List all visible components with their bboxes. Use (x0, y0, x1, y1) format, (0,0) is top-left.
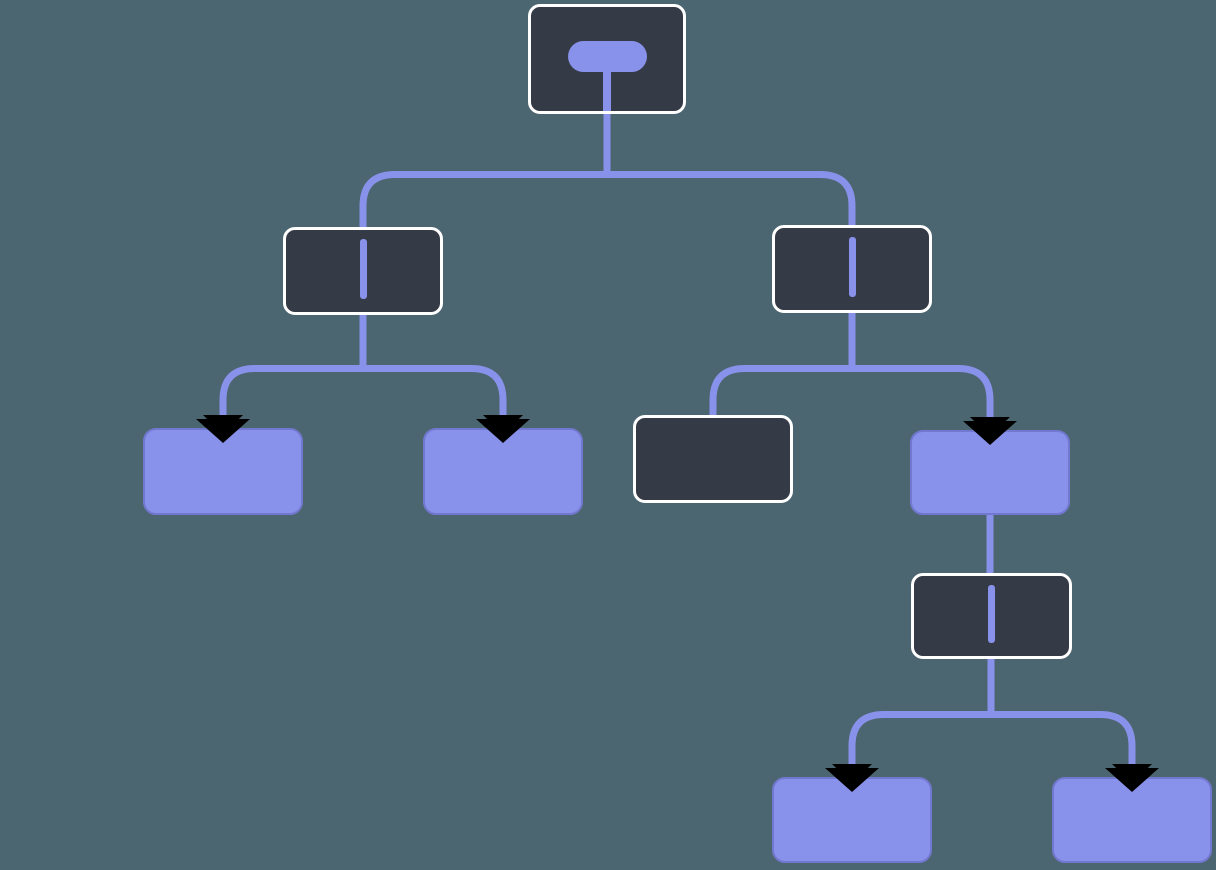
leaf-5-node[interactable] (1052, 777, 1212, 863)
leaf-1-node[interactable] (143, 428, 303, 515)
root-node[interactable] (528, 4, 686, 114)
split-line (359, 239, 367, 299)
branch-right-node[interactable] (772, 225, 932, 313)
leaf-dark-node[interactable] (633, 415, 793, 503)
leaf-4-node[interactable] (772, 777, 932, 863)
split-line (848, 237, 856, 297)
split-line (988, 585, 995, 643)
root-pill-stem-icon (603, 70, 611, 111)
leaf-3-node[interactable] (910, 430, 1070, 515)
branch-left-node[interactable] (283, 227, 443, 315)
branch-chain-node[interactable] (911, 573, 1072, 659)
leaf-2-node[interactable] (423, 428, 583, 515)
root-pill-icon (567, 41, 647, 72)
